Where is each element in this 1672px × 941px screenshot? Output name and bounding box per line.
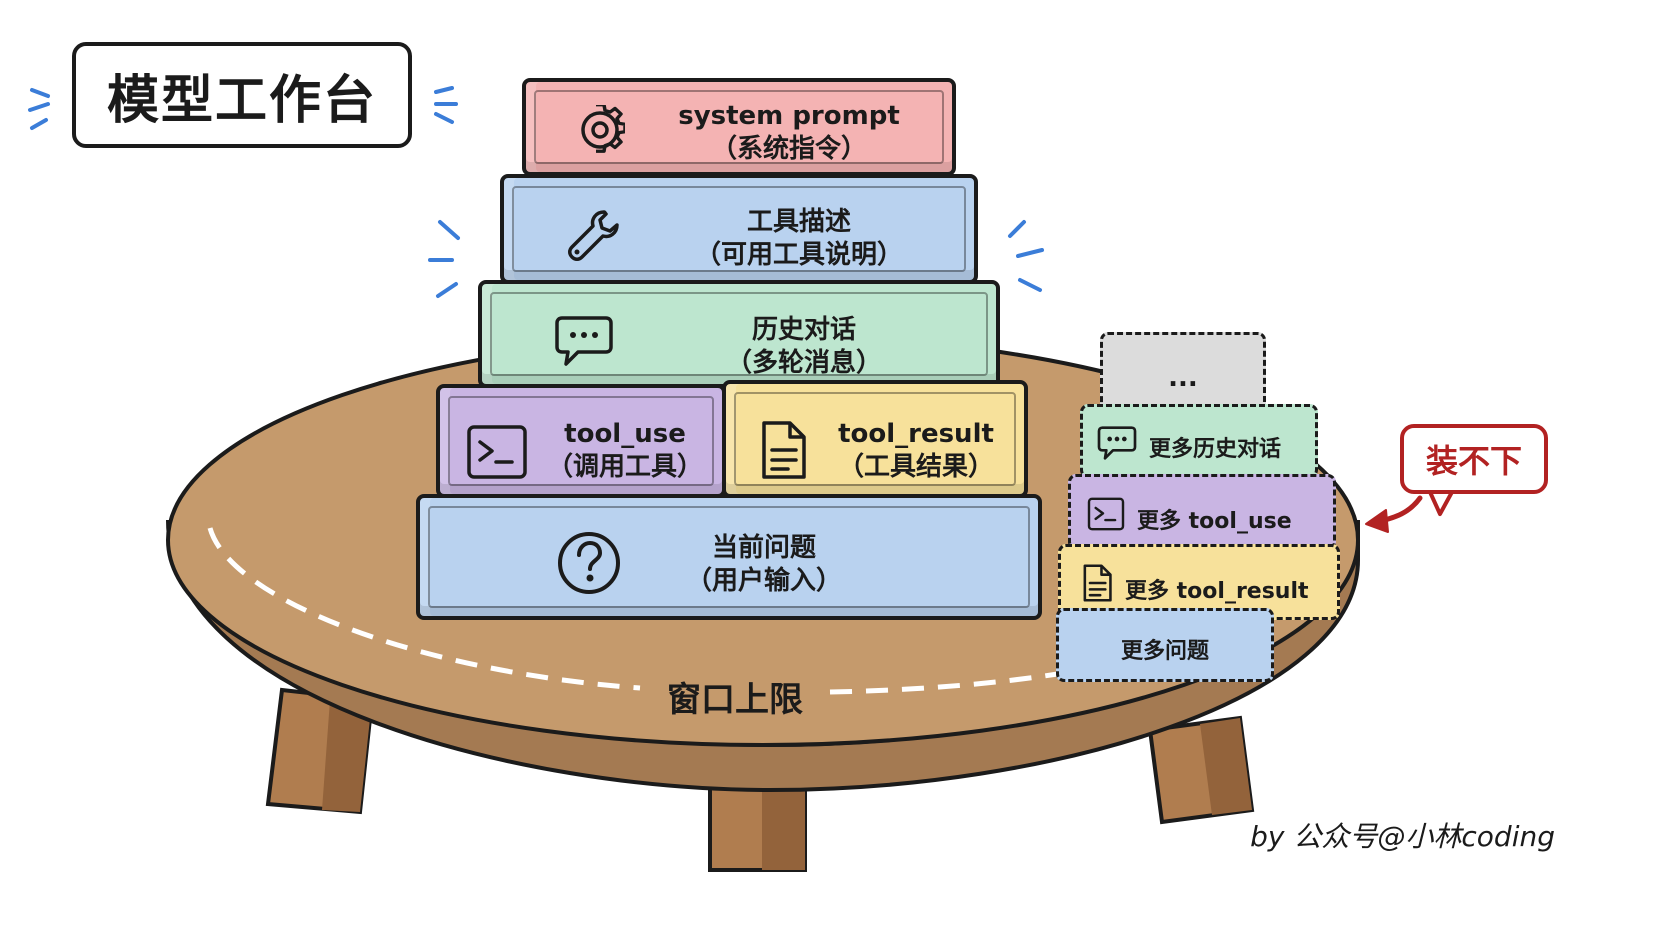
overflow-more-tool-use-block: 更多 tool_use bbox=[1068, 474, 1336, 550]
terminal-icon bbox=[1087, 497, 1125, 531]
title-sparks bbox=[28, 86, 458, 130]
current-question-subtitle: （用户输入） bbox=[685, 565, 842, 596]
tool-result-subtitle: （工具结果） bbox=[837, 451, 994, 482]
title-text: 模型工作台 bbox=[106, 70, 377, 131]
system-prompt-title: system prompt bbox=[678, 101, 900, 131]
overflow-more-question-block: 更多问题 bbox=[1056, 608, 1274, 682]
callout-text: 装不下 bbox=[1425, 442, 1522, 480]
tool-use-subtitle: （调用工具） bbox=[546, 451, 703, 482]
overflow-ellipsis-label: ... bbox=[1168, 363, 1198, 393]
chat-bubble-icon bbox=[1097, 425, 1137, 461]
title-badge: 模型工作台 bbox=[72, 42, 412, 148]
current-question-title: 当前问题 bbox=[711, 533, 816, 563]
wrench-icon bbox=[564, 206, 624, 266]
overflow-more-tool-result-block: 更多 tool_result bbox=[1058, 544, 1340, 620]
block-current-question: 当前问题 （用户输入） bbox=[416, 494, 1042, 620]
gear-icon bbox=[574, 104, 626, 156]
system-prompt-subtitle: （系统指令） bbox=[710, 133, 867, 164]
tool-result-title: tool_result bbox=[838, 419, 994, 449]
terminal-icon bbox=[466, 424, 528, 480]
overflow-more-history-label: 更多历史对话 bbox=[1149, 437, 1282, 462]
tool-descriptions-subtitle: （可用工具说明） bbox=[694, 239, 903, 270]
document-icon bbox=[758, 420, 808, 480]
question-circle-icon bbox=[556, 530, 622, 596]
block-tool-descriptions: 工具描述 （可用工具说明） bbox=[500, 174, 978, 284]
block-chat-history: 历史对话 （多轮消息） bbox=[478, 280, 1000, 388]
tool-descriptions-title: 工具描述 bbox=[746, 207, 851, 237]
block-tool-use: tool_use （调用工具） bbox=[436, 384, 726, 498]
document-icon bbox=[1081, 563, 1113, 603]
overflow-more-question-label: 更多问题 bbox=[1120, 639, 1209, 664]
author-credit: by 公众号@小林coding bbox=[1250, 820, 1555, 853]
stack-sparks bbox=[428, 220, 1044, 298]
chat-bubble-icon bbox=[554, 314, 614, 368]
tool-use-title: tool_use bbox=[564, 419, 686, 449]
overflow-more-history-block: 更多历史对话 bbox=[1080, 404, 1318, 478]
window-limit-label: 窗口上限 bbox=[667, 680, 803, 720]
overflow-more-tool-result-label: 更多 tool_result bbox=[1125, 579, 1309, 604]
overflow-callout: 装不下 bbox=[1400, 424, 1548, 494]
chat-history-title: 历史对话 bbox=[751, 315, 856, 345]
chat-history-subtitle: （多轮消息） bbox=[725, 347, 882, 378]
block-tool-result: tool_result （工具结果） bbox=[722, 380, 1028, 498]
overflow-more-tool-use-label: 更多 tool_use bbox=[1137, 509, 1292, 534]
block-system-prompt: system prompt （系统指令） bbox=[522, 78, 956, 176]
